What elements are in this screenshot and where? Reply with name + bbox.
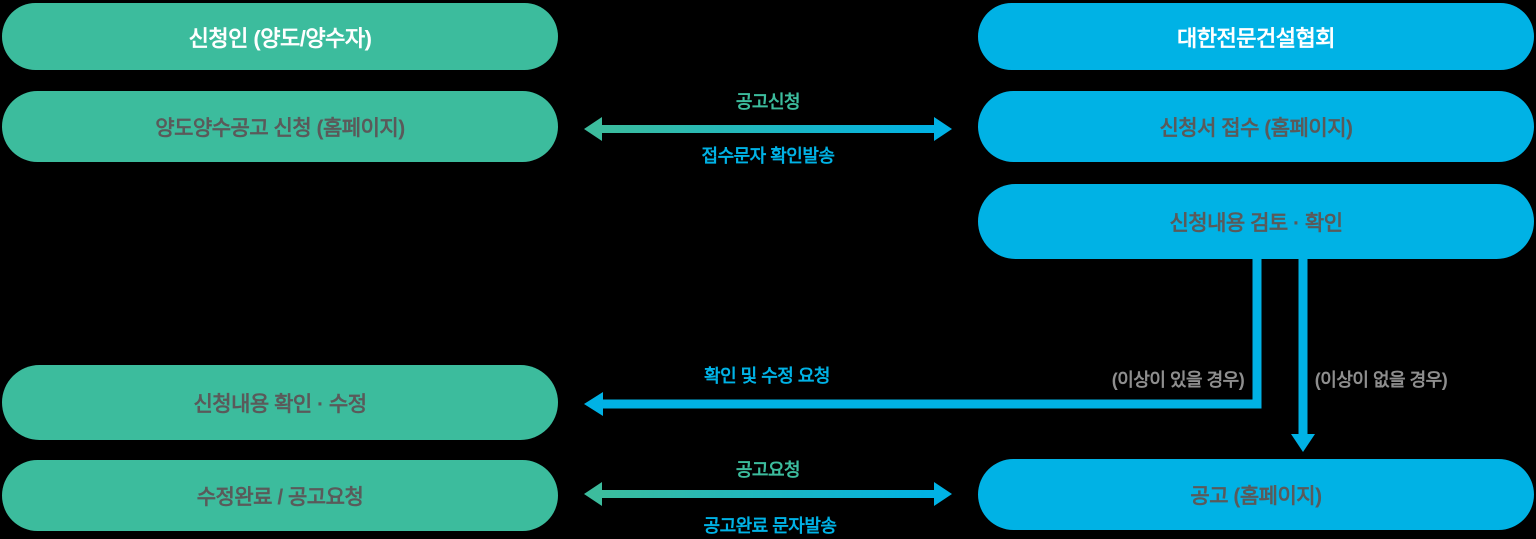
condition-has-issue-label: (이상이 있을 경우): [1111, 370, 1245, 390]
announce-request-bottom-label: 공고완료 문자발송: [703, 516, 837, 536]
condition-no-issue-label: (이상이 없을 경우): [1314, 370, 1448, 390]
box-applicant: 신청인 (양도/양수자): [2, 3, 558, 70]
box-announcement: 공고 (홈페이지): [978, 459, 1534, 530]
apply-arrow-top-label: 공고신청: [735, 92, 801, 112]
box-apply-announcement-label: 양도양수공고 신청 (홈페이지): [155, 116, 405, 140]
box-confirm-edit-content: 신청내용 확인 · 수정: [2, 365, 558, 440]
revision-request-label: 확인 및 수정 요청: [704, 366, 830, 386]
box-review-confirm-label: 신청내용 검토 · 확인: [1169, 211, 1343, 235]
box-announcement-label: 공고 (홈페이지): [1190, 484, 1322, 508]
no-issue-down-arrow-icon: [1291, 259, 1315, 452]
box-applicant-label: 신청인 (양도/양수자): [188, 25, 372, 51]
revision-request-arrow-icon: [584, 259, 1262, 416]
box-association: 대한전문건설협회: [978, 3, 1534, 70]
box-confirm-edit-content-label: 신청내용 확인 · 수정: [193, 392, 367, 416]
box-edit-complete-request-label: 수정완료 / 공고요청: [196, 485, 364, 509]
apply-double-arrow-icon: [584, 117, 952, 141]
box-review-confirm: 신청내용 검토 · 확인: [978, 184, 1534, 259]
box-receive-application: 신청서 접수 (홈페이지): [978, 91, 1534, 162]
box-edit-complete-request: 수정완료 / 공고요청: [2, 460, 558, 531]
box-apply-announcement: 양도양수공고 신청 (홈페이지): [2, 91, 558, 162]
announce-request-top-label: 공고요청: [735, 460, 801, 480]
box-association-label: 대한전문건설협회: [1177, 25, 1335, 51]
announce-request-double-arrow-icon: [584, 482, 952, 506]
box-receive-application-label: 신청서 접수 (홈페이지): [1159, 116, 1353, 140]
apply-arrow-bottom-label: 접수문자 확인발송: [701, 146, 835, 166]
